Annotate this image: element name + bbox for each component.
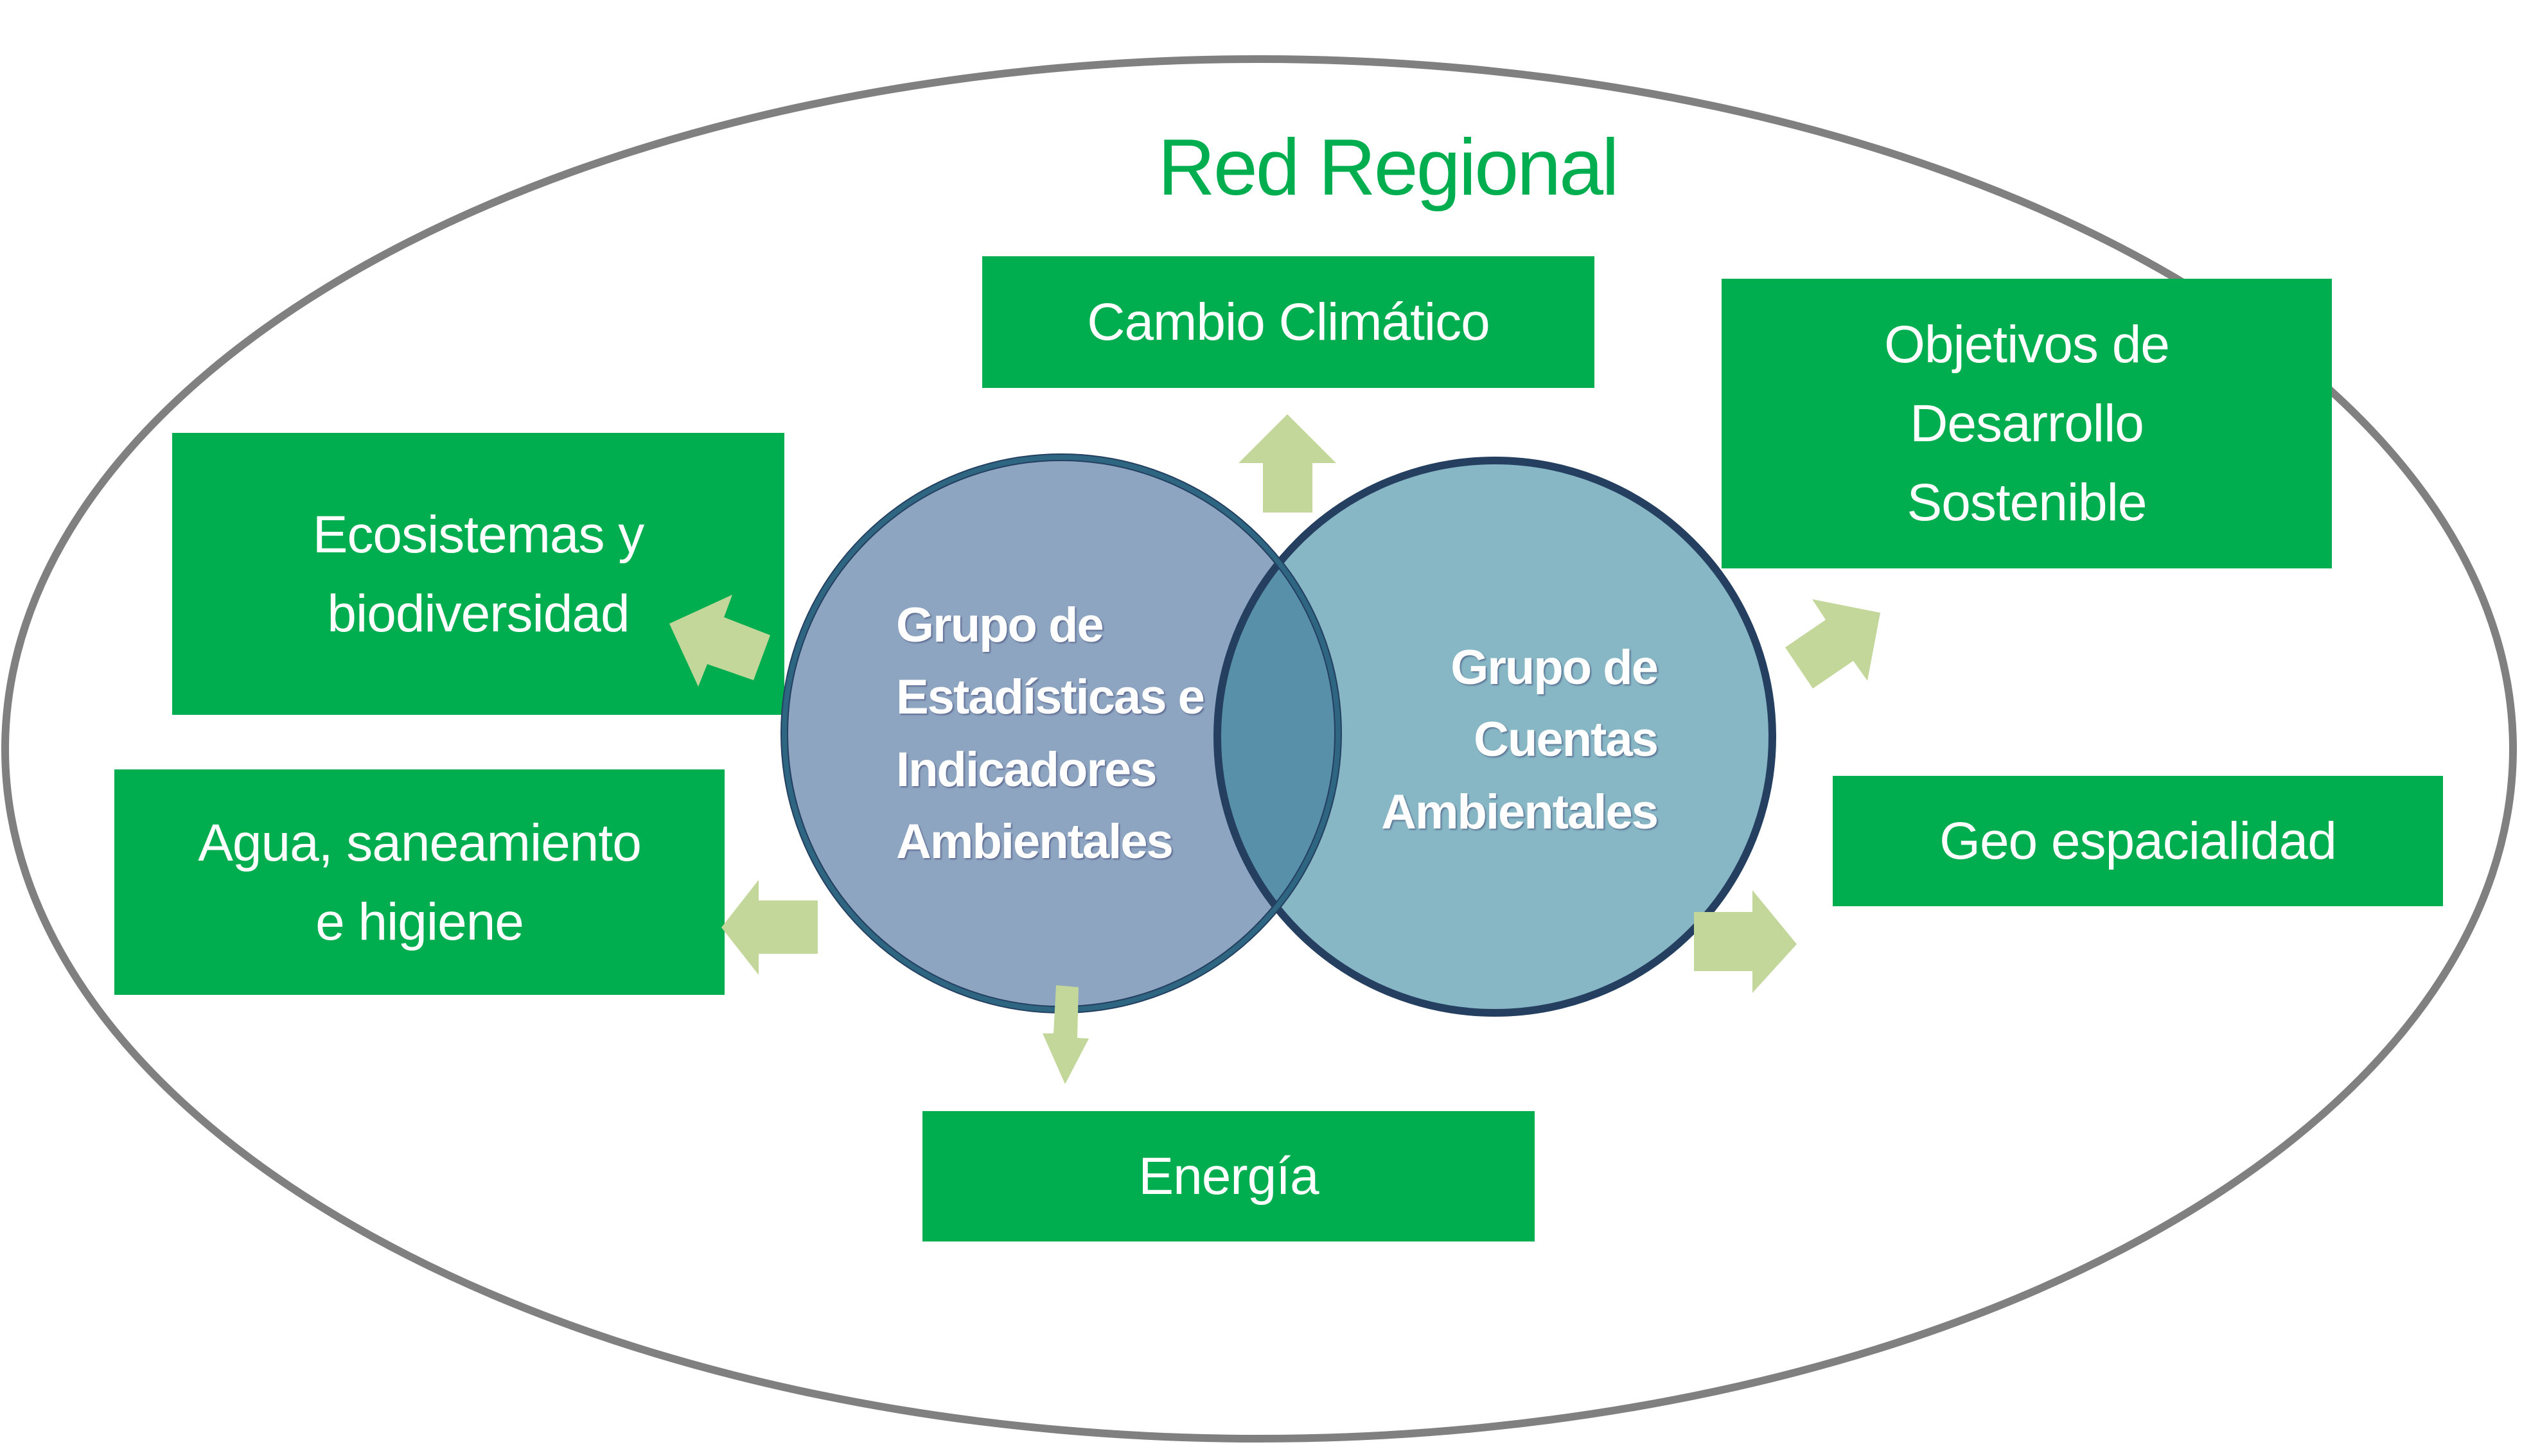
right-group-circle-outline [1213, 457, 1776, 1017]
diagram-title: Red Regional [1158, 123, 1619, 212]
topic-cambio-climatico: Cambio Climático [982, 256, 1594, 388]
group-cuentas-label: Grupo de Cuentas Ambientales [1381, 640, 1659, 839]
arrow-up-right-icon [1785, 599, 1880, 689]
outer-ellipse [1, 55, 2517, 1443]
topic-energia: Energía [922, 1111, 1535, 1241]
topic-ecosistemas: Ecosistemas y biodiversidad [172, 433, 784, 715]
topic-geo-label: Geo espacialidad [1939, 812, 2337, 870]
topic-geo: Geo espacialidad [1833, 776, 2443, 906]
arrow-down-icon [1043, 985, 1089, 1084]
topic-agua: Agua, saneamiento e higiene [114, 769, 725, 995]
arrow-up-icon [1239, 414, 1336, 513]
topic-energia-label: Energía [1138, 1147, 1319, 1206]
group-estadisticas-label: Grupo de Estadísticas e Indicadores Ambi… [896, 598, 1205, 870]
topic-ecosistemas-label: Ecosistemas y biodiversidad [312, 505, 645, 643]
topic-objetivos: Objetivos de Desarrollo Sostenible [1722, 279, 2332, 568]
topic-cambio-climatico-label: Cambio Climático [1087, 293, 1490, 351]
topic-agua-label: Agua, saneamiento e higiene [198, 813, 642, 951]
right-group-circle [1217, 460, 1772, 1013]
left-group-circle [784, 457, 1338, 1010]
topic-objetivos-label: Objetivos de Desarrollo Sostenible [1884, 315, 2170, 532]
arrow-up-left-icon [669, 595, 770, 687]
arrow-right-icon [1694, 890, 1797, 993]
arrow-left-icon [721, 880, 818, 975]
